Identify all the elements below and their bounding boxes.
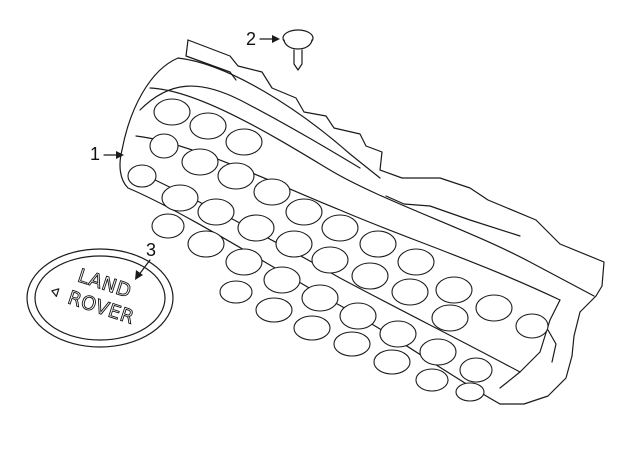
callout-1: 1 xyxy=(90,144,124,164)
callout-label-3: 3 xyxy=(146,240,156,260)
grille-part xyxy=(119,39,605,405)
grille-top-frame xyxy=(121,57,381,179)
arrow-icon xyxy=(116,151,124,159)
arrow-icon xyxy=(135,270,143,280)
grille-upper-slat xyxy=(149,87,595,297)
callout-2: 2 xyxy=(246,29,280,49)
grille-right-frame xyxy=(499,285,603,405)
callout-label-1: 1 xyxy=(90,144,100,164)
emblem-part: LAND ROVER xyxy=(26,248,174,348)
clip-part xyxy=(282,29,314,71)
callout-3: 3 xyxy=(135,240,156,280)
grille-openings xyxy=(127,98,549,402)
callout-label-2: 2 xyxy=(246,29,256,49)
grille-upper-bracket xyxy=(187,39,605,287)
arrow-icon xyxy=(272,35,280,43)
